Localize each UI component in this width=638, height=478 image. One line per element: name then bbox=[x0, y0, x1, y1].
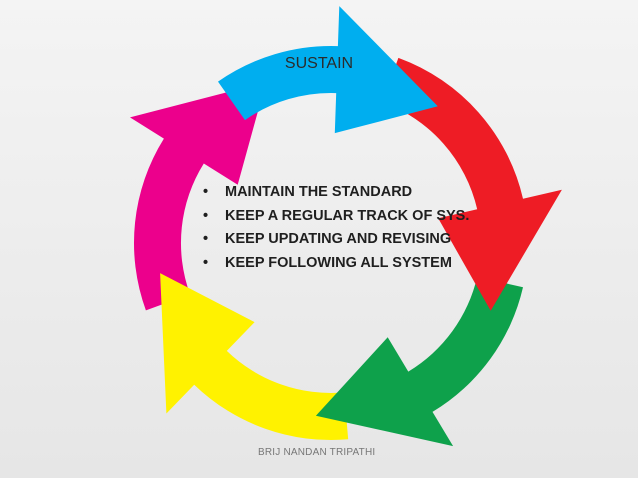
bullet-text: KEEP UPDATING AND REVISING bbox=[225, 231, 452, 247]
bullet-list: • MAINTAIN THE STANDARD • KEEP A REGULAR T… bbox=[203, 181, 469, 275]
bullet-text: KEEP A REGULAR TRACK OF SYS. bbox=[225, 207, 470, 224]
diagram-title: SUSTAIN bbox=[284, 55, 354, 72]
bullet-marker: • bbox=[203, 184, 209, 200]
bullet-item-1: • MAINTAIN THE STANDARD bbox=[203, 181, 469, 205]
bullet-text: MAINTAIN THE STANDARD bbox=[225, 184, 413, 200]
bullet-item-3: • KEEP UPDATING AND REVISING bbox=[203, 228, 469, 252]
green-cycle-arrow bbox=[315, 276, 523, 447]
yellow-cycle-arrow bbox=[160, 273, 349, 441]
bullet-marker: • bbox=[203, 254, 209, 271]
blue-cycle-arrow bbox=[218, 6, 438, 134]
author-footer: BRIJ NANDAN TRIPATHI bbox=[258, 447, 376, 458]
bullet-marker: • bbox=[203, 231, 209, 247]
bullet-text: KEEP FOLLOWING ALL SYSTEM bbox=[225, 254, 452, 271]
magenta-cycle-arrow bbox=[130, 82, 266, 311]
bullet-item-2: • KEEP A REGULAR TRACK OF SYS. bbox=[203, 205, 469, 229]
red-cycle-arrow bbox=[382, 57, 562, 311]
bullet-item-4: • KEEP FOLLOWING ALL SYSTEM bbox=[203, 252, 469, 276]
bullet-marker: • bbox=[203, 207, 209, 224]
